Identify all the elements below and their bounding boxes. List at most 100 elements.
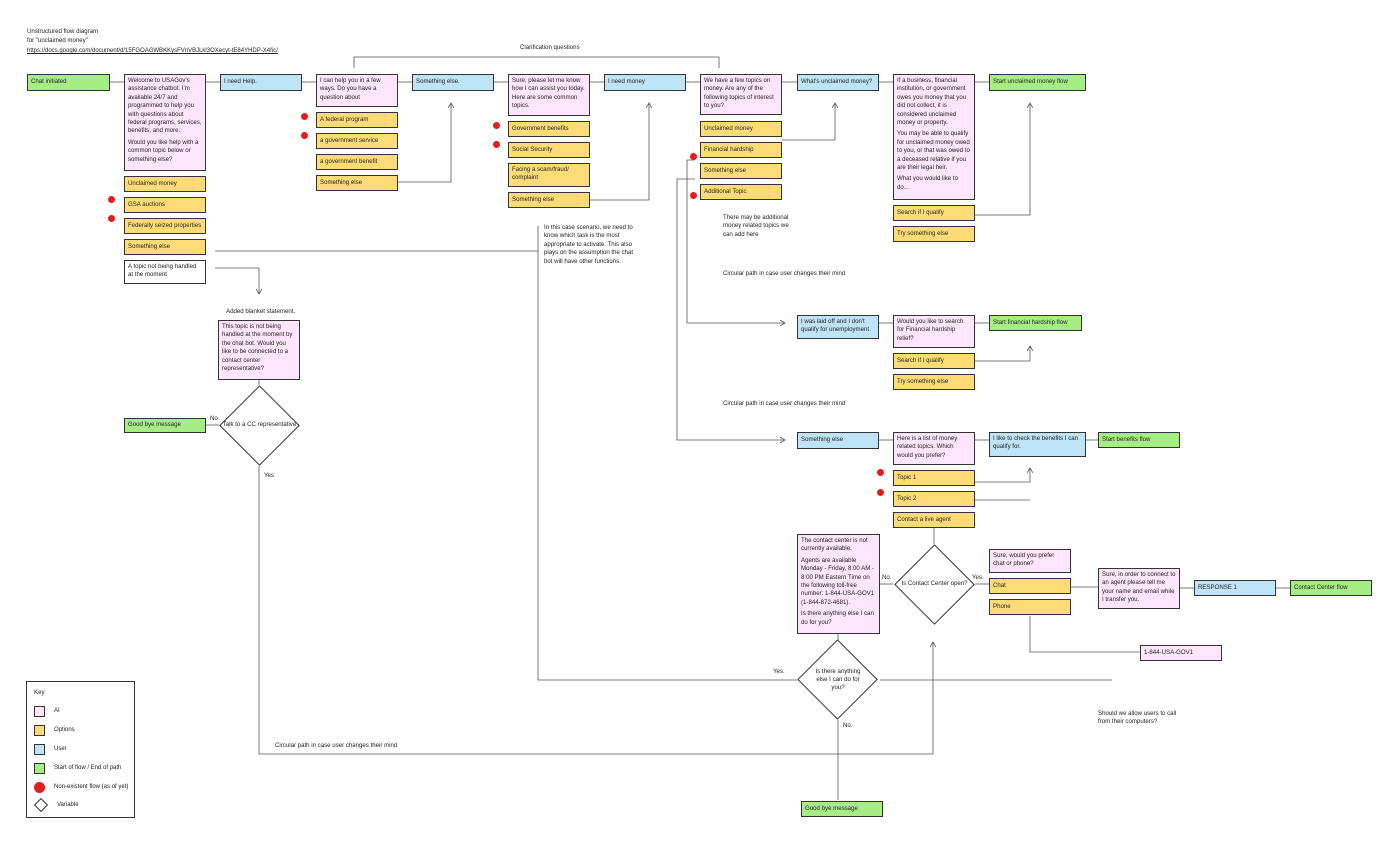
- goodbye-message-node-1: Good bye message: [124, 418, 206, 433]
- goodbye-message-node-2: Good bye message: [801, 801, 883, 817]
- start-hardship-flow-node: Start financial hardship flow: [989, 315, 1082, 331]
- option-phone[interactable]: Phone: [989, 599, 1071, 615]
- diagram-subtitle: for "unclaimed money": [27, 37, 88, 44]
- cc-unavailable-text-2: Agents are available Monday - Friday, 8:…: [801, 556, 875, 606]
- chat-initiated-node: Chat initiated: [27, 74, 110, 91]
- option-topic-1[interactable]: Topic 1: [893, 470, 975, 486]
- legend-label: Non-existent flow (as of yet): [54, 784, 129, 790]
- agent-name-email-node: Sure, in order to connect to an agent pl…: [1098, 568, 1180, 609]
- option-try-something-else-2[interactable]: Try something else: [893, 374, 975, 390]
- no-label-2: No.: [882, 574, 892, 581]
- legend-item-ai: AI: [34, 705, 60, 717]
- option-unclaimed-money-2[interactable]: Unclaimed money: [700, 121, 782, 137]
- yes-label-1: Yes: [264, 472, 274, 479]
- welcome-text-2: Would you like help with a common topic …: [128, 138, 199, 163]
- diagram-title: Unstructured flow diagram: [27, 28, 99, 35]
- user-something-else-node-2: Something else: [797, 432, 879, 449]
- legend-title: Key: [34, 689, 45, 696]
- option-unclaimed-money[interactable]: Unclaimed money: [124, 176, 206, 192]
- no-label-3: No.: [843, 722, 853, 729]
- legend-label: User: [54, 746, 67, 752]
- help-ways-node: I can help you in a few ways. Do you hav…: [316, 74, 398, 107]
- yes-label-2: Yes.: [972, 574, 984, 581]
- cc-unavailable-node: The contact center is not currently avai…: [797, 534, 880, 634]
- option-try-something-else-1[interactable]: Try something else: [893, 226, 975, 242]
- start-unclaimed-flow-node: Start unclaimed money flow: [989, 74, 1086, 91]
- circular-note-2: Circular path in case user changes their…: [723, 400, 846, 407]
- not-handled-ai-node: This topic is not being handled at the m…: [218, 320, 300, 380]
- nonexistent-flow-dot: [301, 113, 308, 120]
- legend-swatch: [34, 705, 45, 717]
- welcome-message-node: Welcome to USAGov's assistance chatbot. …: [124, 74, 206, 171]
- legend-item-user: User: [34, 743, 67, 755]
- unclaimed-text-1: If a business, financial institution, or…: [897, 77, 967, 127]
- legend-swatch: [34, 724, 45, 736]
- computers-note: Should we allow users to call from their…: [1098, 710, 1177, 726]
- welcome-text-1: Welcome to USAGov's assistance chatbot. …: [128, 77, 202, 135]
- option-additional-topic[interactable]: Additional Topic: [700, 184, 782, 200]
- doc-link[interactable]: https://docs.google.com/document/d/15FGO…: [27, 48, 278, 54]
- yes-label-3: Yes.: [773, 668, 785, 675]
- money-topics-node: We have a few topics on money. Are any o…: [700, 74, 782, 115]
- option-seized-properties[interactable]: Federally seized properties: [124, 218, 206, 234]
- option-something-else-2[interactable]: Something else: [316, 175, 398, 191]
- nonexistent-flow-dot: [493, 141, 500, 148]
- legend-swatch: [34, 743, 45, 755]
- option-government-benefit[interactable]: a government benefit: [316, 154, 398, 170]
- legend-item-variable: Variable: [33, 797, 79, 813]
- user-need-money-node: I need money: [604, 74, 686, 91]
- unclaimed-text-2: You may be able to qualify for unclaimed…: [897, 130, 970, 172]
- option-something-else-3[interactable]: Something else: [508, 192, 590, 208]
- nonexistent-flow-dot: [877, 469, 884, 476]
- sure-assist-node: Sure, please let me know how I can assis…: [508, 74, 590, 116]
- anything-else-label: Is there anything else I can do for you?: [815, 667, 861, 692]
- nonexistent-flow-dot: [877, 489, 884, 496]
- legend-item-options: Options: [34, 724, 75, 736]
- not-handled-topic-node: A topic not being handled at the moment: [124, 260, 206, 284]
- chat-or-phone-node: Sure, would you prefer chat or phone?: [989, 549, 1071, 573]
- option-chat[interactable]: Chat: [989, 578, 1071, 594]
- option-scam-complaint[interactable]: Facing a scam/fraud/ complaint: [508, 163, 590, 187]
- option-something-else-1[interactable]: Something else: [124, 239, 206, 255]
- user-check-benefits-node: I like to check the benefits I can quali…: [989, 432, 1086, 457]
- cc-open-label: Is Contact Center open?: [901, 579, 968, 587]
- legend-swatch: [34, 762, 45, 774]
- more-topics-note: There may be additional money related to…: [723, 214, 789, 238]
- legend-label: Start of flow / End of path: [54, 765, 122, 771]
- phone-number-node: 1-844-USA-GOV1: [1140, 645, 1222, 661]
- nonexistent-flow-dot: [108, 215, 115, 222]
- option-search-qualify-1[interactable]: Search if I qualify: [893, 205, 975, 221]
- option-financial-hardship[interactable]: Financial hardship: [700, 142, 782, 158]
- option-federal-program[interactable]: A federal program: [316, 112, 398, 128]
- option-government-benefits[interactable]: Government benefits: [508, 121, 590, 137]
- contact-center-flow-node: Contact Center flow: [1290, 580, 1372, 596]
- legend-label: AI: [54, 708, 60, 714]
- cc-unavailable-text-3: Is there anything else I can do for you?: [801, 610, 874, 626]
- added-blanket-note: Added blanket statement.: [226, 308, 296, 315]
- unclaimed-explanation-node: If a business, financial institution, or…: [893, 74, 975, 200]
- user-whats-unclaimed-node: What's unclaimed money?: [797, 74, 879, 91]
- option-contact-live-agent[interactable]: Contact a live agent: [893, 512, 975, 528]
- nonexistent-flow-dot: [301, 132, 308, 139]
- money-list-node: Here is a list of money related topics. …: [893, 432, 975, 465]
- scenario-note: In this case scenario, we need to know w…: [544, 224, 634, 265]
- legend-dot-icon: [34, 781, 45, 793]
- option-gsa-auctions[interactable]: GSA auctions: [124, 197, 206, 213]
- legend-item-nonexistent: Non-existent flow (as of yet): [34, 781, 128, 793]
- start-benefits-flow-node: Start benefits flow: [1098, 432, 1180, 448]
- nonexistent-flow-dot: [690, 153, 697, 160]
- option-something-else-4[interactable]: Something else: [700, 163, 782, 179]
- legend-label: Options: [54, 727, 75, 733]
- user-need-help-node: I need Help.: [220, 74, 302, 91]
- legend: Key AI Options User Start of flow / End …: [26, 681, 135, 818]
- option-social-security[interactable]: Social Security: [508, 142, 590, 158]
- legend-diamond-icon: [33, 797, 49, 813]
- circular-note-3: Circular path in case user changes their…: [275, 742, 398, 749]
- clarification-label: Clarification questions: [520, 44, 580, 51]
- search-hardship-node: Would you like to search for Financial h…: [893, 315, 975, 348]
- circular-note-1: Circular path in case user changes their…: [723, 270, 846, 277]
- option-topic-2[interactable]: Topic 2: [893, 491, 975, 507]
- option-government-service[interactable]: a government service: [316, 133, 398, 149]
- option-search-qualify-2[interactable]: Search if I qualify: [893, 353, 975, 369]
- nonexistent-flow-dot: [690, 192, 697, 199]
